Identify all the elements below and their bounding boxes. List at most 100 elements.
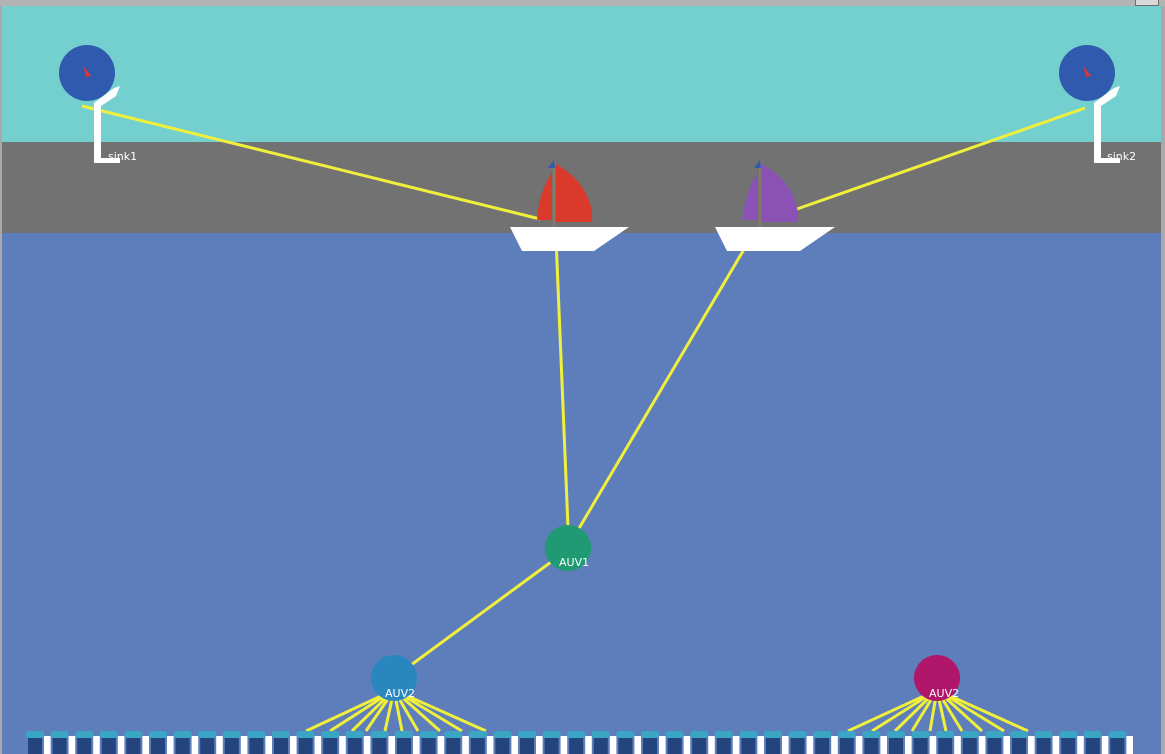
sensor-cap-icon xyxy=(567,731,586,738)
sensor-cap-icon xyxy=(345,731,364,738)
sensor-cap-icon xyxy=(887,731,905,738)
sensor-node[interactable] xyxy=(222,731,248,754)
sensor-cap-icon xyxy=(837,731,856,738)
sink2-node[interactable]: sink2 xyxy=(1059,45,1136,163)
sensor-gap xyxy=(880,736,887,754)
sink1-node[interactable]: sink1 xyxy=(59,45,137,163)
window-top-bar xyxy=(0,0,1165,6)
sensor-node[interactable] xyxy=(1083,731,1109,754)
sensor-node[interactable] xyxy=(395,731,420,754)
sensor-node[interactable] xyxy=(493,731,518,754)
sensor-cap-icon xyxy=(198,731,217,738)
boat1-hull-icon xyxy=(510,227,629,251)
sensor-node[interactable] xyxy=(936,731,961,754)
sensor-body-icon xyxy=(1012,738,1026,754)
sensor-gap xyxy=(117,736,125,754)
sensor-node[interactable] xyxy=(345,731,371,754)
sensor-gap xyxy=(1052,736,1060,754)
sensor-cap-icon xyxy=(272,731,290,738)
sensor-node[interactable] xyxy=(272,731,297,754)
boat1-node[interactable] xyxy=(510,160,629,251)
boat2-node[interactable] xyxy=(715,160,835,251)
sensor-node[interactable] xyxy=(887,731,912,754)
auv3-label: AUV2 xyxy=(929,687,959,700)
sensor-gap xyxy=(93,736,100,754)
auv1-node[interactable]: AUV1 xyxy=(545,525,591,571)
sensor-node[interactable] xyxy=(99,731,125,754)
sensor-node[interactable] xyxy=(616,731,641,754)
auv2-node[interactable]: AUV2 xyxy=(371,655,417,701)
sink1-mast-icon xyxy=(94,86,120,163)
sensor-body-icon xyxy=(593,738,608,754)
sensor-node[interactable] xyxy=(419,731,445,754)
sensor-node[interactable] xyxy=(739,731,764,754)
sensor-gap xyxy=(831,736,838,754)
sensor-node[interactable] xyxy=(75,731,100,754)
sensor-node[interactable] xyxy=(591,731,617,754)
sensor-cap-icon xyxy=(641,731,659,738)
sensor-gap xyxy=(954,736,961,754)
sensor-node[interactable] xyxy=(960,731,986,754)
sensor-node[interactable] xyxy=(26,731,51,754)
sensor-cap-icon xyxy=(665,731,684,738)
sensor-node[interactable] xyxy=(542,731,568,754)
sensor-gap xyxy=(560,736,568,754)
sensor-cap-icon xyxy=(1034,731,1053,738)
sensor-body-icon xyxy=(716,738,731,754)
sensor-body-icon xyxy=(28,738,42,754)
sensor-node[interactable] xyxy=(764,731,789,754)
sensor-node[interactable] xyxy=(690,731,715,754)
sensor-node[interactable] xyxy=(1059,731,1084,754)
sensor-node[interactable] xyxy=(837,731,863,754)
sensor-node[interactable] xyxy=(1034,731,1060,754)
sensor-gap xyxy=(757,736,764,754)
window-close-button[interactable] xyxy=(1135,0,1159,6)
sensor-gap xyxy=(609,736,617,754)
sensor-cap-icon xyxy=(493,731,512,738)
sensor-node[interactable] xyxy=(1010,731,1035,754)
sensor-node[interactable] xyxy=(296,731,322,754)
sensor-node[interactable] xyxy=(444,731,469,754)
sensor-node[interactable] xyxy=(985,731,1010,754)
sensor-gap xyxy=(413,736,420,754)
sensor-cap-icon xyxy=(444,731,463,738)
sensor-body-icon xyxy=(741,738,756,754)
sensor-node[interactable] xyxy=(247,731,272,754)
boat2-jib-icon xyxy=(742,172,758,220)
sensor-node[interactable] xyxy=(862,731,887,754)
sensor-node[interactable] xyxy=(370,731,395,754)
sensor-node[interactable] xyxy=(468,731,494,754)
sensor-body-icon xyxy=(962,738,977,754)
sensor-node[interactable] xyxy=(1108,731,1133,754)
sensor-node[interactable] xyxy=(665,731,691,754)
sensor-node[interactable] xyxy=(714,731,740,754)
sensor-gap xyxy=(905,736,912,754)
sensor-node[interactable] xyxy=(641,731,666,754)
sensor-cap-icon xyxy=(26,731,44,738)
sensor-node[interactable] xyxy=(124,731,149,754)
auv3-node[interactable]: AUV2 xyxy=(914,655,960,701)
sensor-node[interactable] xyxy=(911,731,937,754)
sensor-body-icon xyxy=(1085,738,1100,754)
sensor-node[interactable] xyxy=(321,731,346,754)
link-auv-sensor xyxy=(393,688,487,733)
sensor-cap-icon xyxy=(1059,731,1078,738)
sensor-gap xyxy=(363,736,371,754)
sensor-node[interactable] xyxy=(813,731,838,754)
sensor-cap-icon xyxy=(542,731,561,738)
sensor-gap xyxy=(978,736,986,754)
sensor-body-icon xyxy=(52,738,67,754)
sensor-node[interactable] xyxy=(149,731,174,754)
sensor-node[interactable] xyxy=(198,731,223,754)
auv1-icon xyxy=(545,525,591,571)
sensor-cap-icon xyxy=(936,731,955,738)
sensor-node[interactable] xyxy=(50,731,76,754)
sensor-node[interactable] xyxy=(518,731,543,754)
sensor-body-icon xyxy=(1110,738,1125,754)
link-auv-sensor xyxy=(936,688,1029,733)
sensor-node[interactable] xyxy=(173,731,199,754)
sensor-cap-icon xyxy=(50,731,69,738)
sensor-node[interactable] xyxy=(567,731,592,754)
sensor-body-icon xyxy=(569,738,584,754)
sensor-node[interactable] xyxy=(788,731,814,754)
